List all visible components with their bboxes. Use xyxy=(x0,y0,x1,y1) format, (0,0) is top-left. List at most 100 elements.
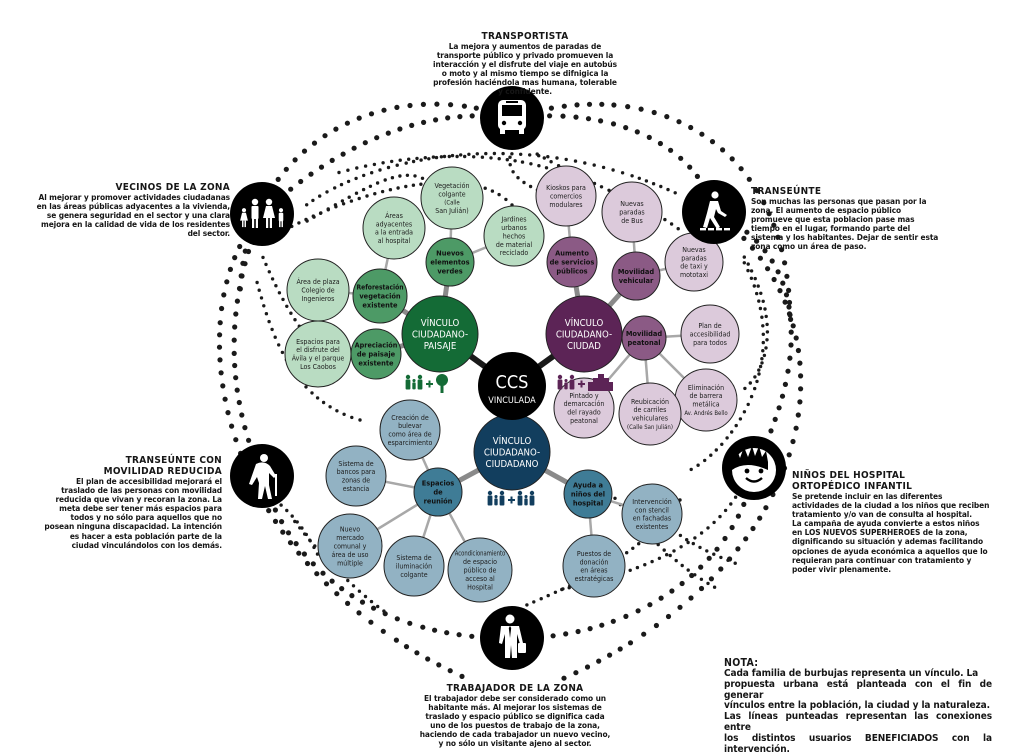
leaf-bubble-ciudadano-label: Puestos de xyxy=(577,550,611,558)
dot xyxy=(334,205,338,209)
user-trabajador[interactable] xyxy=(480,606,544,670)
dot xyxy=(405,173,410,177)
sub-bubble-paisaje-circle[interactable] xyxy=(352,268,408,324)
leaf-bubble-ciudad-circle[interactable] xyxy=(535,165,597,227)
leaf-bubble-ciudad-circle[interactable] xyxy=(680,304,740,364)
dot xyxy=(310,561,316,567)
dot xyxy=(738,417,743,421)
user-vecinos[interactable] xyxy=(230,182,294,246)
dot xyxy=(372,162,377,167)
leaf-bubble-paisaje-circle[interactable] xyxy=(362,196,426,260)
dot xyxy=(356,115,362,121)
dot xyxy=(219,305,225,312)
leaf-bubble-ciudad-circle[interactable] xyxy=(601,181,663,243)
sub-bubble-ciudad-circle[interactable] xyxy=(546,236,598,288)
worker-briefcase-icon xyxy=(499,614,526,658)
center-bubble-circle[interactable] xyxy=(478,352,546,420)
desc-line: promueve que esta poblacion pase mas xyxy=(751,214,915,225)
desc-line: se genera seguridad en el sector y una c… xyxy=(46,210,230,221)
dot xyxy=(322,133,328,139)
leaf-bubble-ciudadano-circle[interactable] xyxy=(325,445,387,507)
dot xyxy=(450,153,455,158)
leaf-bubble-ciudadano-circle[interactable] xyxy=(621,483,683,545)
sub-bubble-ciudadano-circle[interactable] xyxy=(413,467,463,517)
leaf-bubble-ciudad-circle[interactable] xyxy=(618,382,682,446)
sub-bubble-ciudad-circle[interactable] xyxy=(611,251,661,301)
leaf-bubble-paisaje-label: al hospital xyxy=(378,237,411,245)
dot xyxy=(613,496,617,500)
user-transeunte[interactable] xyxy=(682,180,746,244)
sub-bubble-paisaje-circle[interactable] xyxy=(425,237,475,287)
dot xyxy=(411,159,416,164)
dot xyxy=(786,299,793,306)
dot xyxy=(237,243,243,250)
dot xyxy=(573,670,579,676)
dot xyxy=(698,564,704,570)
dot xyxy=(270,277,275,281)
leaf-bubble-paisaje-circle[interactable] xyxy=(483,205,545,267)
leaf-bubble-ciudadano-circle[interactable] xyxy=(562,534,626,598)
user-movilidad_reducida[interactable] xyxy=(230,444,294,508)
leaf-bubble-ciudadano-circle[interactable] xyxy=(447,537,513,603)
user-circle[interactable] xyxy=(230,182,294,246)
leaf-bubble-paisaje-circle[interactable] xyxy=(420,166,484,230)
desc-line: Son muchas las personas que pasan por la xyxy=(751,196,927,206)
leaf-bubble-ciudadano-circle[interactable] xyxy=(383,535,445,597)
leaf-bubble-ciudad-label: (Calle San Julián) xyxy=(627,424,673,431)
user-ninos[interactable] xyxy=(722,436,786,500)
leaf-bubble-ciudadano-circle[interactable] xyxy=(317,513,383,579)
desc-line: uno de los puestos de trabajo de la zona… xyxy=(430,720,600,731)
leaf-bubble-ciudad-circle[interactable] xyxy=(553,377,615,439)
dot xyxy=(757,372,761,376)
leaf-bubble-paisaje-label: urbanos xyxy=(501,224,527,232)
dot xyxy=(688,595,694,601)
dot xyxy=(365,194,369,198)
leaf-bubble-ciudad-label: mototaxi xyxy=(680,271,708,279)
sub-bubble-ciudadano-circle[interactable] xyxy=(563,469,613,519)
sub-bubble-paisaje-circle[interactable] xyxy=(350,328,402,380)
dot xyxy=(513,159,517,163)
dot xyxy=(355,166,359,170)
main-bubble-ciudad-circle[interactable] xyxy=(545,295,623,373)
user-transportista[interactable] xyxy=(480,86,544,150)
main-bubble-paisaje-circle[interactable] xyxy=(401,295,479,373)
dot xyxy=(233,311,239,317)
dot xyxy=(744,229,750,235)
main-bubble-ciudad-label: VÍNCULO xyxy=(565,316,604,329)
leaf-bubble-ciudadano-circle[interactable] xyxy=(379,399,441,461)
main-bubble-ciudadano-label: VÍNCULO xyxy=(493,434,532,447)
dot xyxy=(333,186,337,190)
dot xyxy=(427,157,431,161)
